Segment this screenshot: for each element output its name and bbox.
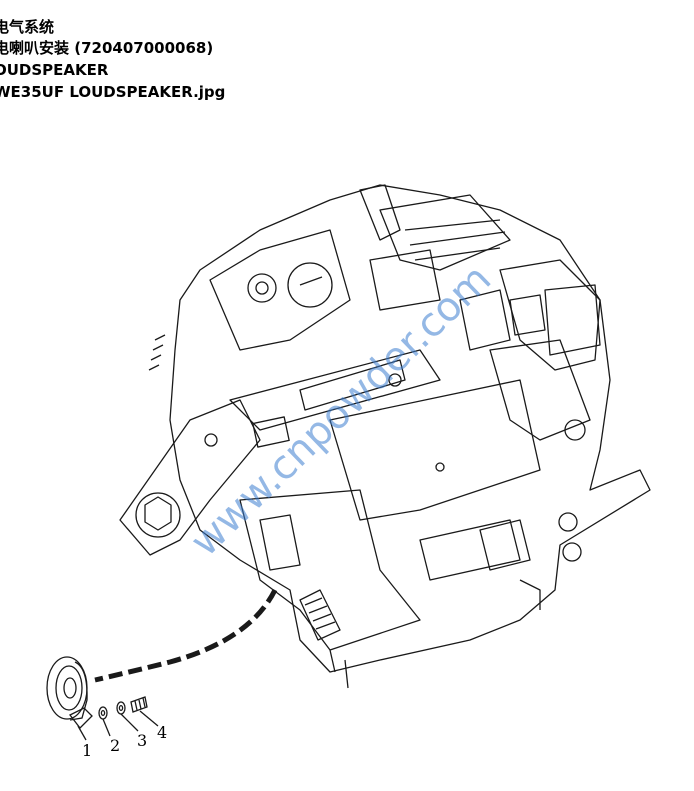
- callout-1: 1: [82, 741, 92, 760]
- title-chinese-system: 电气系统: [0, 18, 55, 36]
- callout-2: 2: [110, 736, 120, 755]
- title-chinese-assembly: 电喇叭安装 (720407000068): [0, 39, 214, 57]
- callout-3: 3: [137, 731, 147, 750]
- machine-frame: [119, 184, 651, 689]
- callout-4: 4: [157, 723, 167, 742]
- title-filename: WE35UF LOUDSPEAKER.jpg: [0, 83, 226, 101]
- horn-assembly: [46, 656, 159, 741]
- watermark-text: www.cnpowder.com: [182, 256, 500, 566]
- callouts: 1 2 3 4: [82, 723, 167, 760]
- leader-dashed-line: [94, 588, 278, 683]
- title-loudspeaker: OUDSPEAKER: [0, 61, 109, 79]
